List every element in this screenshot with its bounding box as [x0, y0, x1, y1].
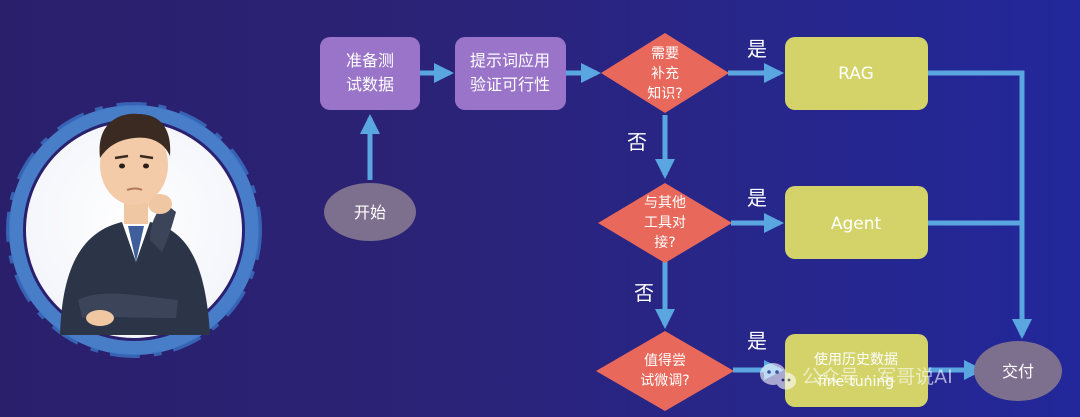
- node-agent-label: Agent: [831, 214, 882, 234]
- node-finetune: 使用历史数据 fine-tuning: [785, 334, 928, 407]
- edge-label-no-2: 否: [634, 281, 654, 305]
- node-finetune-line1: 使用历史数据: [814, 351, 898, 368]
- node-rag-label: RAG: [838, 64, 874, 84]
- decision-try-finetune: 值得尝 试微调?: [596, 331, 734, 411]
- arrows: [360, 63, 1032, 380]
- wechat-icon: [760, 363, 796, 390]
- node-verify-prompt: 提示词应用 验证可行性: [455, 37, 566, 110]
- edge-label-yes-1: 是: [747, 37, 767, 61]
- decision-try-finetune-line2: 试微调?: [640, 373, 689, 389]
- decision-interface-tools-line2: 工具对: [644, 215, 686, 231]
- node-deliver-label: 交付: [1002, 362, 1034, 381]
- node-prepare-data: 准备测 试数据: [320, 37, 420, 110]
- decision-interface-tools-line1: 与其他: [644, 195, 686, 211]
- watermark: 公众号 · 军哥说AI: [760, 363, 953, 390]
- decision-need-knowledge: 需要 补充 知识?: [601, 33, 729, 113]
- node-verify-prompt-line2: 验证可行性: [470, 75, 550, 94]
- decision-interface-tools: 与其他 工具对 接?: [598, 183, 732, 263]
- node-deliver: 交付: [974, 341, 1062, 401]
- edge-label-yes-3: 是: [747, 329, 767, 353]
- node-finetune-line2: fine-tuning: [818, 374, 894, 390]
- decision-need-knowledge-line1: 需要: [651, 46, 679, 62]
- node-start-label: 开始: [354, 203, 386, 222]
- node-start: 开始: [324, 183, 416, 241]
- edge-label-yes-2: 是: [747, 186, 767, 210]
- decision-need-knowledge-line2: 补充: [651, 66, 679, 82]
- node-prepare-data-line2: 试数据: [346, 75, 394, 94]
- decision-interface-tools-line3: 接?: [654, 234, 675, 251]
- node-prepare-data-line1: 准备测: [346, 51, 394, 70]
- thinking-man-illustration: [6, 102, 262, 358]
- node-rag: RAG: [785, 37, 928, 110]
- edge-label-no-1: 否: [627, 130, 647, 154]
- watermark-text: 公众号 · 军哥说AI: [802, 366, 953, 388]
- node-agent: Agent: [785, 186, 928, 259]
- arrow-rag-to-deliver: [928, 70, 1032, 339]
- node-verify-prompt-line1: 提示词应用: [470, 51, 550, 70]
- decision-need-knowledge-line3: 知识?: [647, 85, 682, 102]
- decision-try-finetune-line1: 值得尝: [644, 352, 686, 369]
